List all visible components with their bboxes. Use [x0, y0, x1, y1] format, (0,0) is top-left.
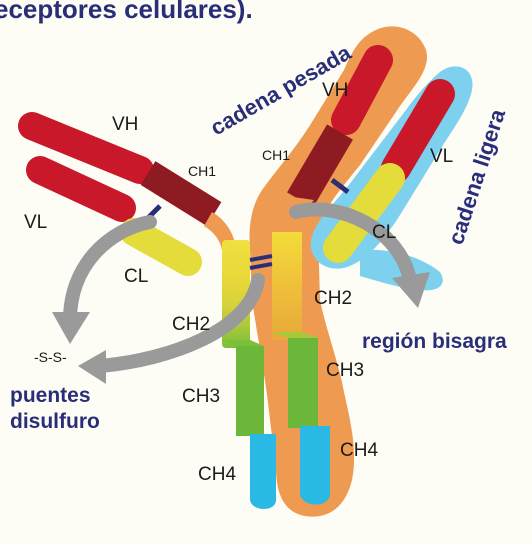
label-right-ch3: CH3	[326, 360, 364, 381]
label-left-ch4: CH4	[198, 464, 236, 485]
arrow-left-head	[52, 312, 90, 344]
right-ch3-domain	[288, 338, 318, 428]
label-right-vl: VL	[430, 146, 453, 167]
right-ch2-domain	[272, 232, 302, 340]
label-right-cl: CL	[372, 222, 396, 243]
left-ch3-domain	[236, 346, 264, 436]
label-left-ch3: CH3	[182, 386, 220, 407]
left-cl-domain	[134, 232, 188, 262]
label-right-ch2: CH2	[314, 288, 352, 309]
header-text: eceptores celulares).	[0, 0, 253, 24]
label-right-vh: VH	[322, 80, 348, 101]
left-ch4-domain	[250, 434, 276, 509]
label-left-cl: CL	[124, 266, 148, 287]
arrow-hinge-head	[78, 350, 106, 384]
right-ch4-domain	[300, 426, 330, 505]
label-left-vl: VL	[24, 212, 47, 233]
label-region-bisagra: región bisagra	[362, 330, 507, 353]
label-disulfuro: disulfuro	[10, 410, 100, 433]
label-left-vh: VH	[112, 114, 138, 135]
label-right-ch1: CH1	[262, 147, 290, 163]
label-puentes: puentes	[10, 384, 91, 407]
label-right-ch4: CH4	[340, 440, 378, 461]
left-vl-domain	[40, 170, 122, 208]
label-left-ch2: CH2	[172, 314, 210, 335]
label-ss-bond: -S-S-	[34, 349, 67, 365]
label-left-ch1: CH1	[188, 163, 216, 179]
